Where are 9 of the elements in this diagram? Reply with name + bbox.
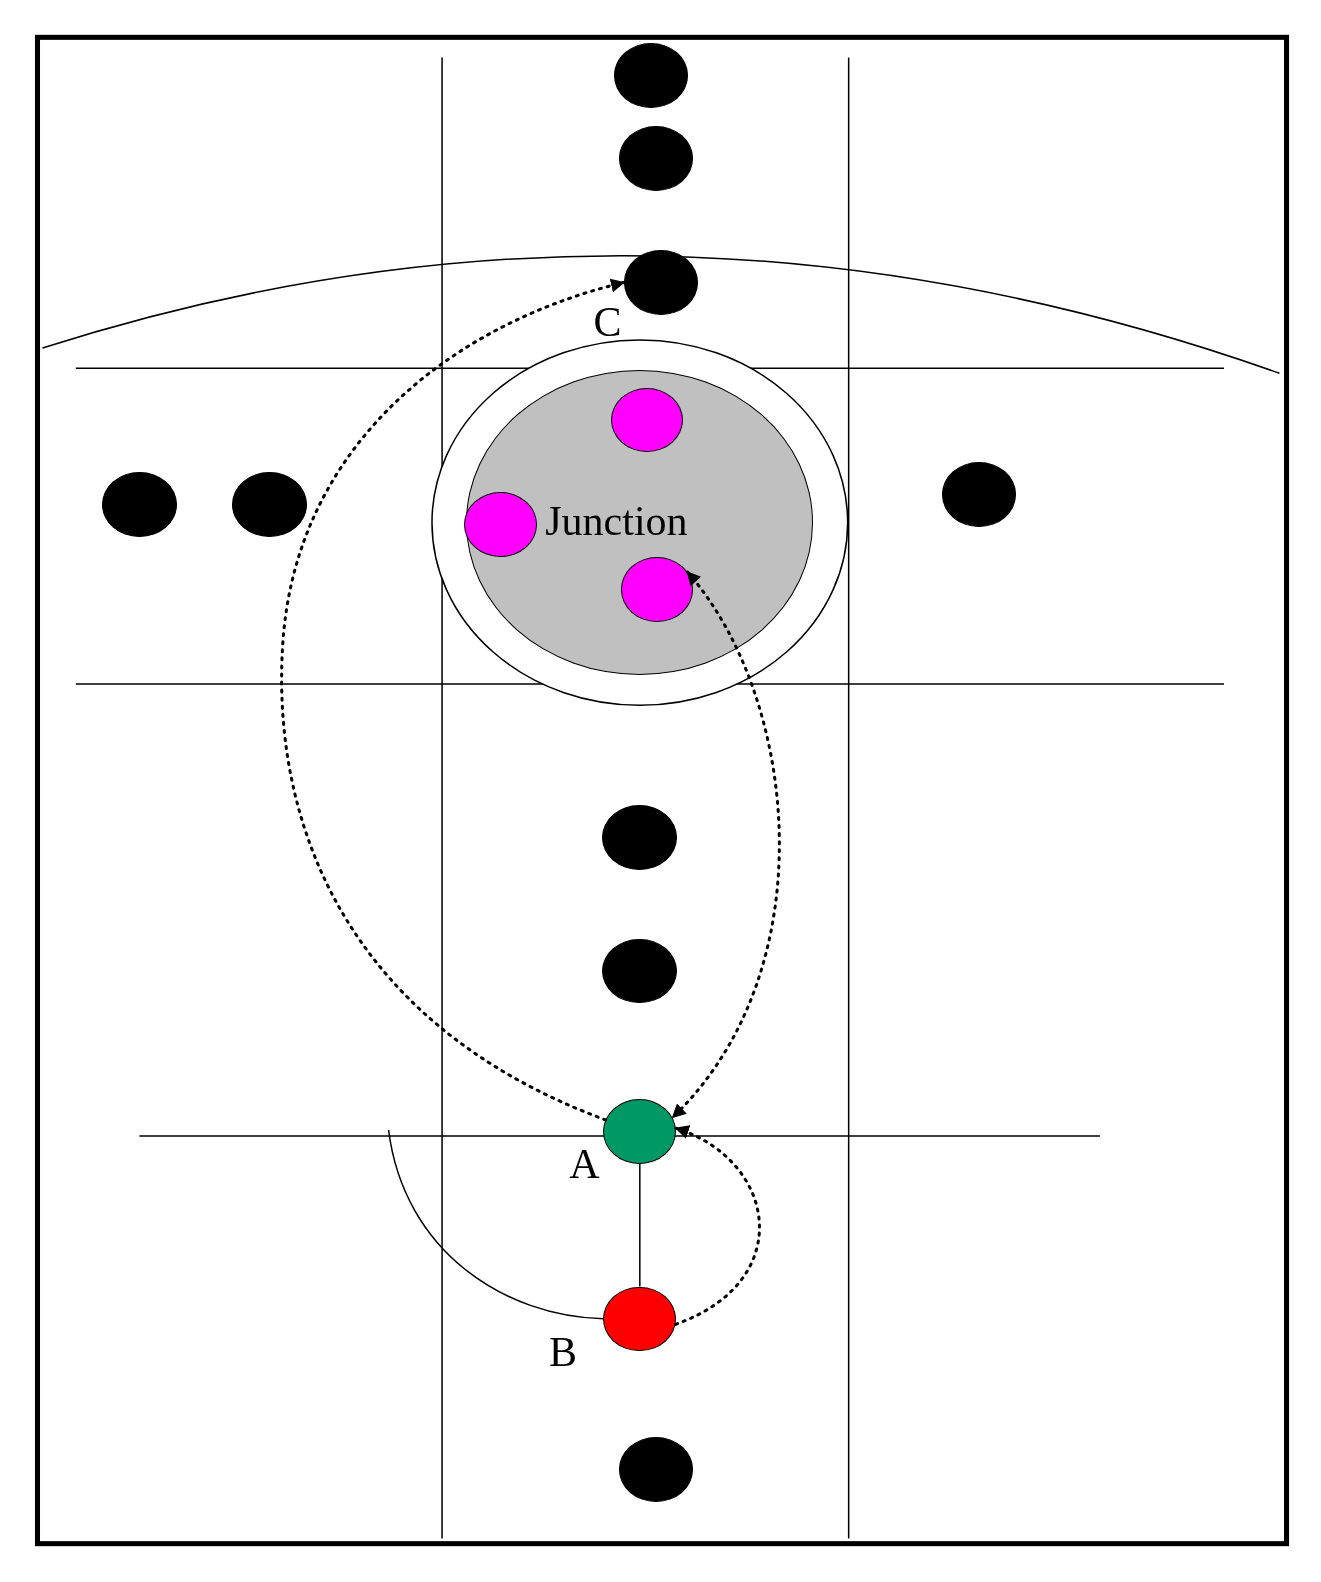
path-arrow: [674, 1126, 761, 1326]
path-arrow: [671, 570, 781, 1119]
vehicle-label: C: [593, 300, 622, 343]
connector-line: [387, 1129, 605, 1320]
connector-line: [639, 1162, 641, 1288]
vehicle-label: B: [549, 1331, 577, 1374]
vehicle-label: A: [569, 1143, 600, 1186]
path-arrow: [280, 279, 626, 1122]
junction-label: Junction: [545, 499, 688, 542]
